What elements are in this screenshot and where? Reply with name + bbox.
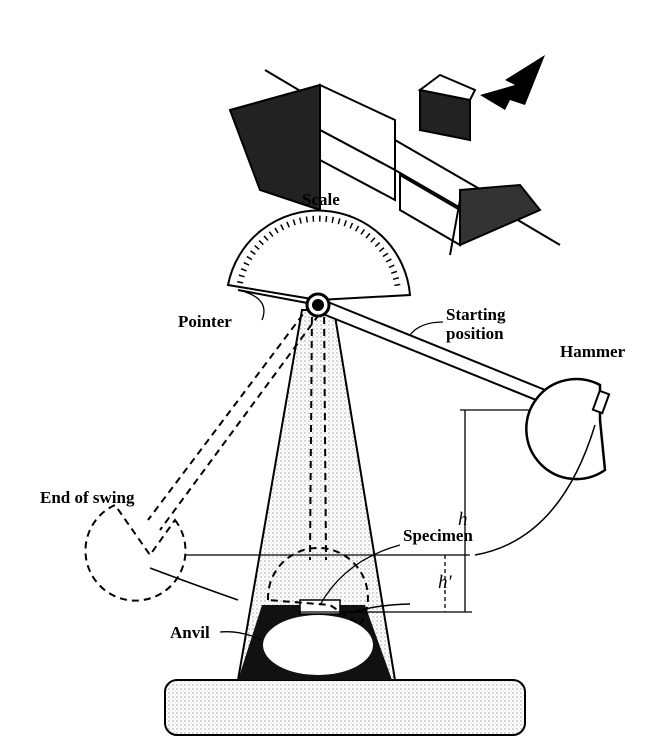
label-pointer: Pointer	[178, 312, 232, 331]
anvil	[238, 599, 392, 680]
label-starting-position-2: position	[446, 324, 504, 343]
label-h: h	[458, 509, 468, 530]
impact-arrow-icon	[480, 55, 545, 110]
label-anvil: Anvil	[170, 623, 210, 642]
label-h-prime: h'	[438, 572, 453, 593]
label-hammer: Hammer	[560, 342, 626, 361]
label-starting-position-1: Starting	[446, 305, 506, 324]
leader-lines	[219, 291, 444, 641]
label-end-of-swing: End of swing	[40, 488, 135, 507]
hammer-arm	[317, 296, 562, 410]
specimen-inset	[228, 69, 561, 256]
label-specimen: Specimen	[403, 526, 473, 545]
label-scale: Scale	[302, 190, 340, 209]
pointer	[237, 289, 319, 306]
base-plate	[164, 679, 526, 736]
scale-dial	[226, 209, 412, 302]
swing-arrows	[149, 424, 596, 613]
